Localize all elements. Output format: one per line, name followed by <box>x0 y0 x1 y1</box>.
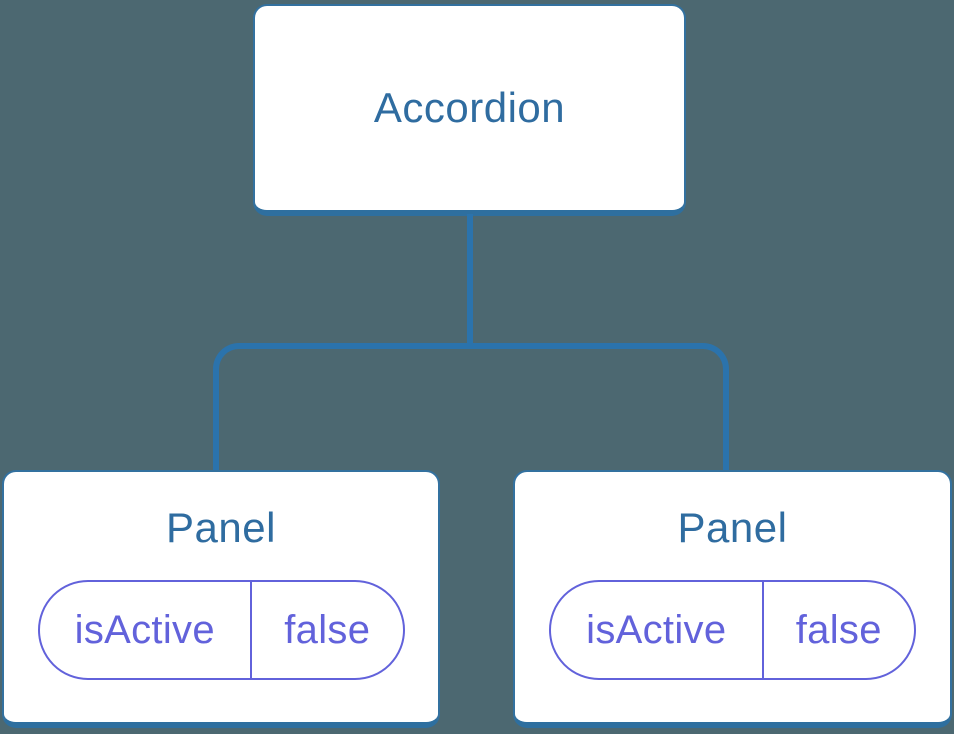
accordion-node-label: Accordion <box>373 84 566 131</box>
prop-value: false <box>284 607 371 652</box>
connector-bracket <box>213 343 729 470</box>
prop-pill: isActive false <box>549 580 916 680</box>
prop-name: isActive <box>551 582 764 678</box>
prop-value: false <box>795 607 882 652</box>
accordion-node: Accordion <box>253 4 686 216</box>
prop-pill: isActive false <box>37 580 405 680</box>
panel-node-label: Panel <box>166 504 276 551</box>
panel-node-left: Panel isActive false <box>2 470 440 728</box>
panel-node-right: Panel isActive false <box>513 470 952 728</box>
connector-stem <box>467 214 473 345</box>
prop-name: isActive <box>40 582 253 678</box>
panel-node-label: Panel <box>677 504 788 551</box>
